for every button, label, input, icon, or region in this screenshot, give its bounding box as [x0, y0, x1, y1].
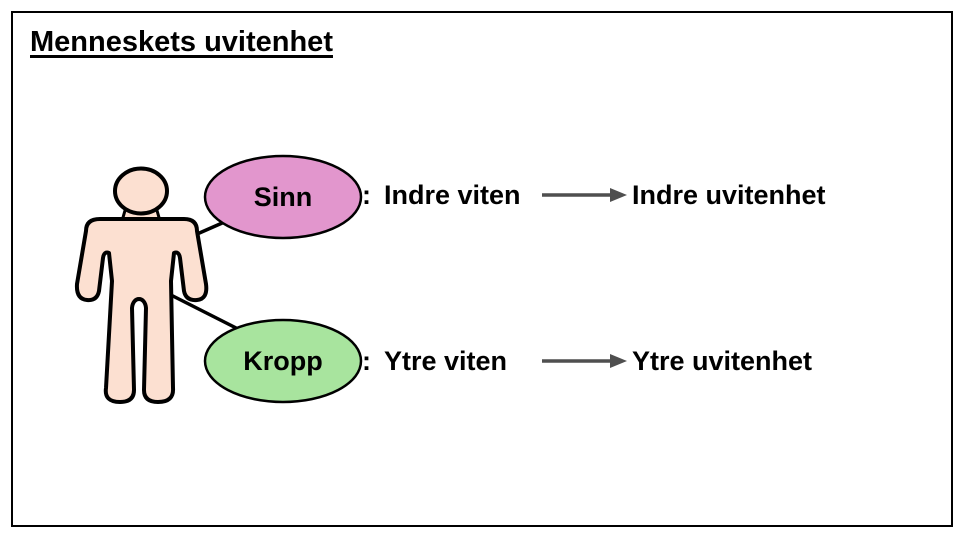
arrow-head-ytre-icon	[610, 354, 627, 368]
knowledge-label-ytre: Ytre viten	[384, 346, 508, 376]
colon-separator: :	[362, 346, 371, 376]
node-ellipse-kropp	[203, 318, 363, 404]
colon-separator: :	[362, 180, 371, 210]
connector-line-kropp	[164, 290, 249, 336]
node-ellipse-sinn	[203, 154, 363, 240]
result-label-indre: Indre uvitenhet	[632, 180, 826, 210]
node-label-sinn: Sinn	[253, 182, 313, 212]
page-title: Menneskets uvitenhet	[30, 26, 333, 58]
person-icon	[74, 217, 209, 404]
row-kropp-knowledge: : Ytre viten	[362, 347, 507, 375]
person-head	[113, 166, 169, 216]
row-sinn-knowledge: : Indre viten	[362, 181, 521, 209]
node-label-kropp: Kropp	[243, 346, 323, 376]
result-label-ytre: Ytre uvitenhet	[632, 346, 813, 376]
arrow-head-indre-icon	[610, 188, 627, 202]
knowledge-label-indre: Indre viten	[384, 180, 521, 210]
